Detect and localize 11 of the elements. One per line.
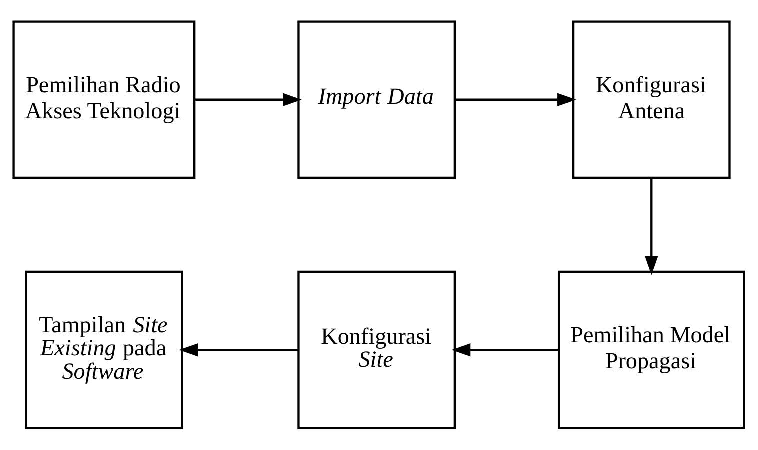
arrow bbox=[452, 344, 559, 357]
node-box: Tampilan Site Existing pada Software bbox=[25, 270, 184, 430]
node-box: Pemilihan Model Propagasi bbox=[558, 270, 746, 430]
arrow bbox=[455, 93, 576, 106]
node-box: Konfigurasi Site bbox=[298, 270, 456, 430]
arrow bbox=[179, 344, 298, 357]
arrow bbox=[645, 178, 658, 276]
arrow bbox=[194, 93, 302, 106]
node-box: Pemilihan Radio Akses Teknologi bbox=[12, 20, 196, 180]
node-box: Konfigurasi Antena bbox=[572, 20, 731, 180]
node-box: Import Data bbox=[298, 20, 456, 180]
